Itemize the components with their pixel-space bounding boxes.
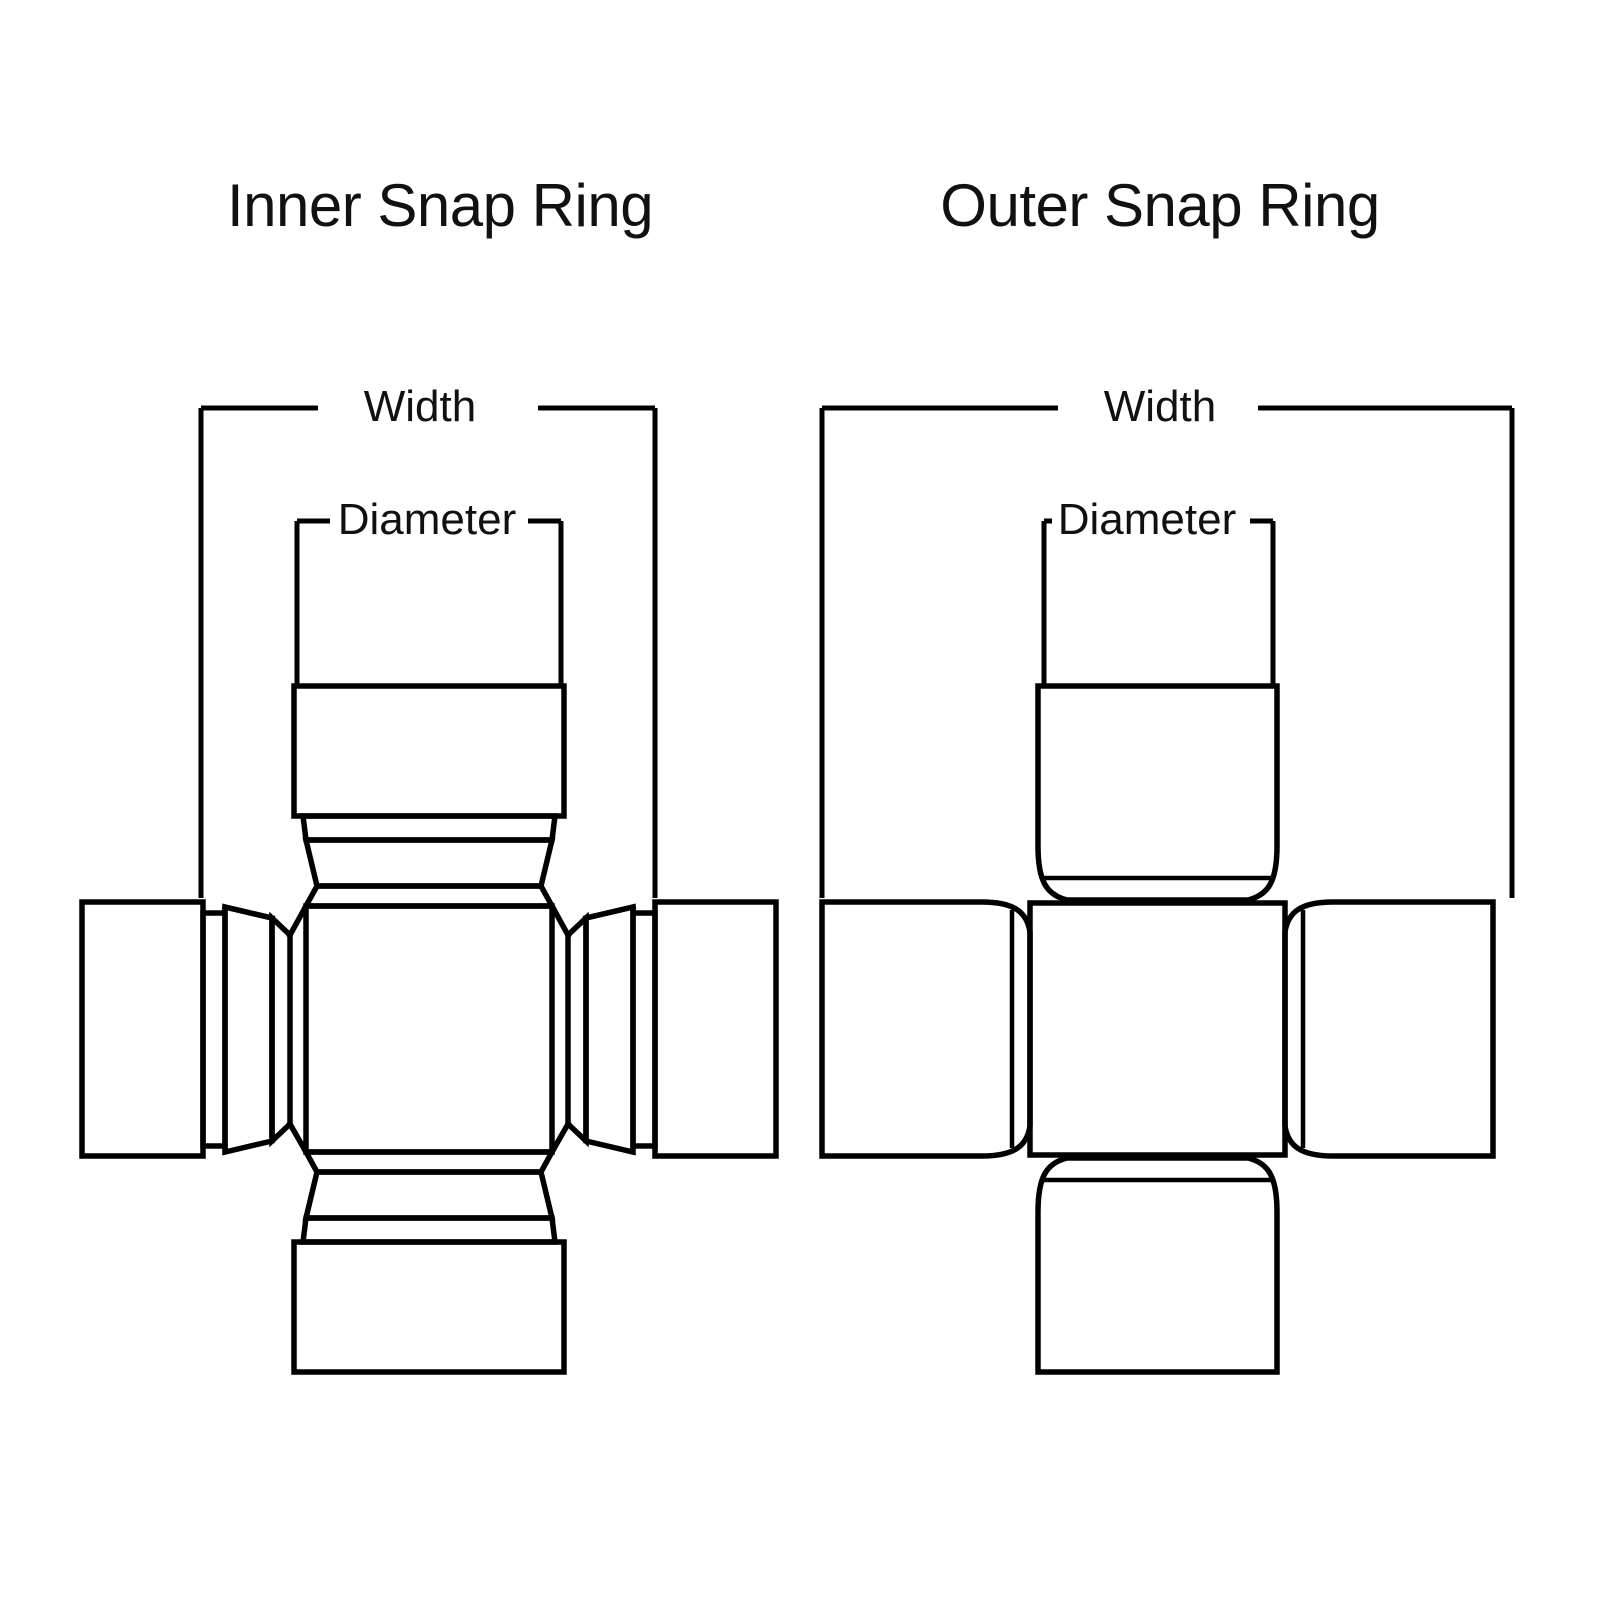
inner-cross-body (303, 903, 555, 1155)
inner-top-bearing-cap (291, 683, 567, 909)
outer-snap-ring-title: Outer Snap Ring (940, 172, 1380, 239)
inner-snap-ring-drawing (79, 405, 779, 1375)
inner-diameter-dimension-line (294, 518, 564, 686)
outer-right-bearing-cap (1282, 899, 1496, 1159)
inner-snap-ring-title: Inner Snap Ring (226, 172, 654, 239)
outer-diameter-dimension-line (1041, 518, 1276, 686)
outer-bottom-bearing-cap (1035, 1155, 1280, 1375)
inner-right-bearing-cap (548, 899, 779, 1159)
inner-width-dimension-line (198, 405, 658, 898)
inner-width-dimension-label: Width (363, 382, 477, 431)
inner-bottom-bearing-cap (291, 1149, 567, 1375)
outer-diameter-dimension-label: Diameter (1057, 495, 1237, 544)
outer-snap-ring-drawing (819, 405, 1515, 1375)
outer-cross-body (1027, 900, 1288, 1158)
inner-diameter-dimension-label: Diameter (337, 495, 517, 544)
inner-left-bearing-cap (79, 899, 310, 1159)
outer-left-bearing-cap (819, 899, 1033, 1159)
outer-top-bearing-cap (1035, 683, 1280, 903)
outer-width-dimension-line (819, 405, 1515, 898)
outer-width-dimension-label: Width (1103, 382, 1217, 431)
